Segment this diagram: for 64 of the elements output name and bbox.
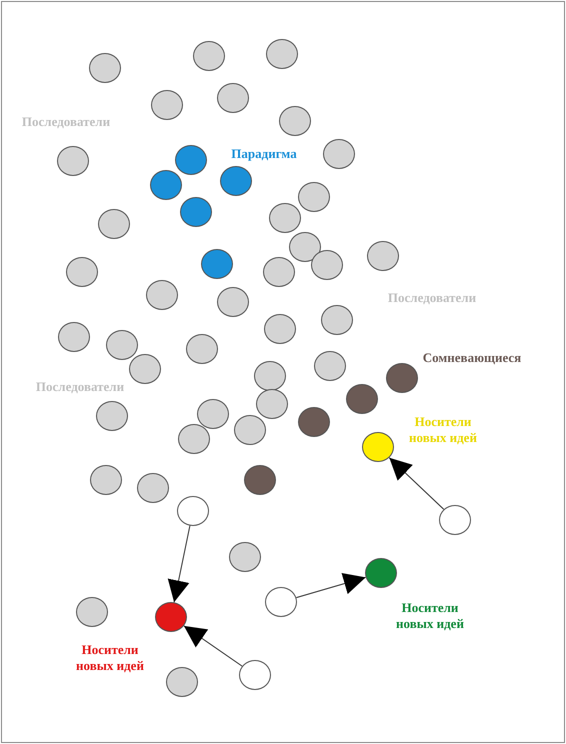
circle-node <box>58 322 90 352</box>
circle-node <box>298 407 330 437</box>
circle-node <box>175 145 207 175</box>
circle-node <box>90 465 122 495</box>
node-caption: Носители новых идей <box>75 642 145 674</box>
circle-node <box>254 361 286 391</box>
circle-node <box>193 41 225 71</box>
circle-node <box>178 424 210 454</box>
circle-node <box>386 363 418 393</box>
circle-node <box>256 389 288 419</box>
circle-node <box>217 83 249 113</box>
circle-node <box>234 415 266 445</box>
circle-node <box>155 602 187 632</box>
circle-node <box>98 209 130 239</box>
circle-node <box>229 542 261 572</box>
circle-node <box>265 587 297 617</box>
circle-node <box>151 90 183 120</box>
circle-node <box>311 250 343 280</box>
circle-node <box>217 287 249 317</box>
circle-node <box>137 473 169 503</box>
circle-node <box>239 660 271 690</box>
circle-node <box>177 496 209 526</box>
circle-node <box>220 166 252 196</box>
circle-node <box>346 384 378 414</box>
circle-node <box>201 249 233 279</box>
circle-node <box>57 146 89 176</box>
circle-node <box>362 432 394 462</box>
group-label: Последователи <box>22 114 110 130</box>
group-label: Сомневающиеся <box>422 350 522 366</box>
circle-node <box>244 465 276 495</box>
circle-node <box>314 351 346 381</box>
arrow <box>388 457 444 510</box>
circle-node <box>365 558 397 588</box>
circle-node <box>298 182 330 212</box>
group-label: Последователи <box>36 379 124 395</box>
circle-node <box>367 241 399 271</box>
circle-node <box>264 314 296 344</box>
circle-node <box>150 170 182 200</box>
node-caption: Носители новых идей <box>408 414 478 446</box>
circle-node <box>76 597 108 627</box>
circle-node <box>66 257 98 287</box>
circle-node <box>89 53 121 83</box>
circle-node <box>166 667 198 697</box>
circle-node <box>269 203 301 233</box>
circle-node <box>263 257 295 287</box>
arrow <box>168 525 190 603</box>
group-label: Парадигма <box>231 146 297 162</box>
circle-node <box>321 305 353 335</box>
arrow <box>183 625 243 667</box>
node-caption: Носители новых идей <box>395 600 465 632</box>
circle-node <box>266 39 298 69</box>
circle-node <box>323 139 355 169</box>
group-label: Последователи <box>388 290 476 306</box>
arrow <box>296 572 366 598</box>
circle-node <box>146 280 178 310</box>
circle-node <box>180 197 212 227</box>
circle-node <box>106 330 138 360</box>
circle-node <box>129 354 161 384</box>
circle-node <box>439 505 471 535</box>
circle-node <box>186 334 218 364</box>
circle-node <box>197 399 229 429</box>
circle-node <box>96 401 128 431</box>
circle-node <box>289 232 321 262</box>
circle-node <box>279 106 311 136</box>
